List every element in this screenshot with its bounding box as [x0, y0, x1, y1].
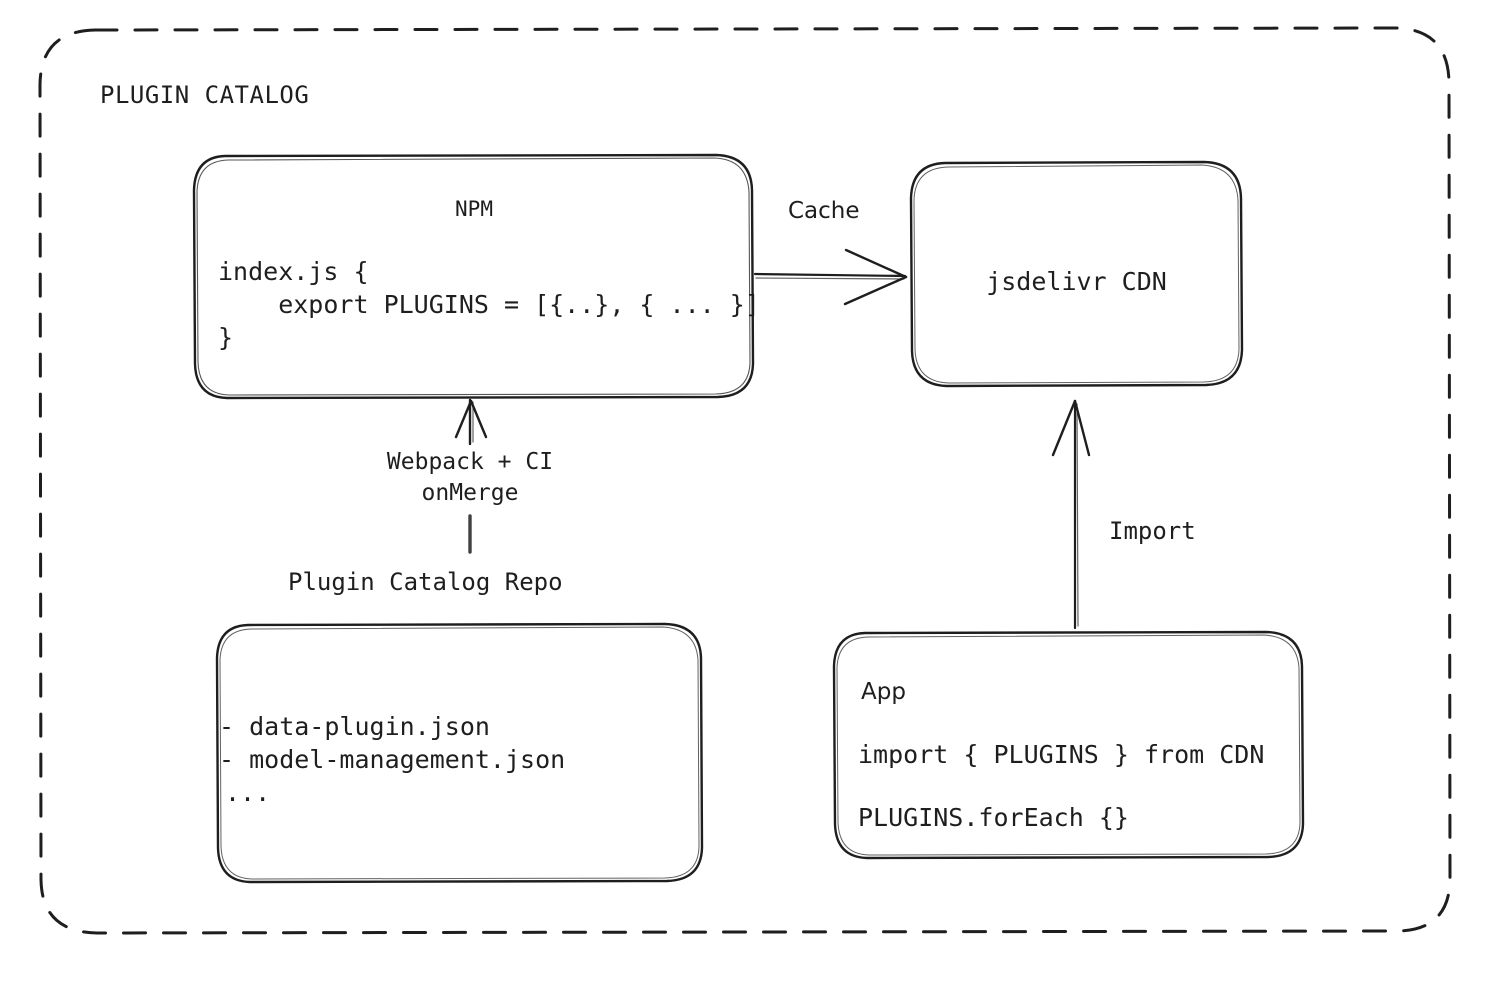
- edge-cache-label: Cache: [788, 198, 860, 224]
- edge-cache-arrow: [753, 248, 908, 306]
- npm-code-line-2: export PLUGINS = [{..}, { ... }]: [218, 290, 760, 319]
- app-box-title: App: [861, 679, 906, 705]
- edge-build-arrow: [454, 398, 488, 554]
- edge-import-label: Import: [1109, 517, 1196, 545]
- repo-item-2: - model-management.json: [219, 745, 566, 774]
- app-code-line-2: PLUGINS.forEach {}: [858, 803, 1129, 832]
- repo-item-3: ...: [225, 778, 271, 807]
- edge-build-label-line1: Webpack + CI: [386, 449, 554, 475]
- npm-code-line-3: }: [218, 323, 234, 352]
- repo-item-1: - data-plugin.json: [219, 712, 490, 741]
- npm-code-line-1: index.js {: [218, 257, 369, 286]
- edge-build-label-line2: onMerge: [421, 480, 519, 506]
- page-title: PLUGIN CATALOG: [100, 81, 310, 109]
- cdn-box-outline: [909, 160, 1244, 388]
- npm-box-outline: [192, 153, 755, 400]
- repo-box-outline: [215, 622, 704, 884]
- npm-box-title: NPM: [455, 197, 493, 221]
- cdn-box-title: jsdelivr CDN: [986, 267, 1167, 296]
- repo-caption: Plugin Catalog Repo: [288, 568, 563, 596]
- app-code-line-1: import { PLUGINS } from CDN: [858, 740, 1265, 769]
- edge-import-arrow: [1051, 399, 1091, 630]
- app-box-outline: [832, 630, 1305, 860]
